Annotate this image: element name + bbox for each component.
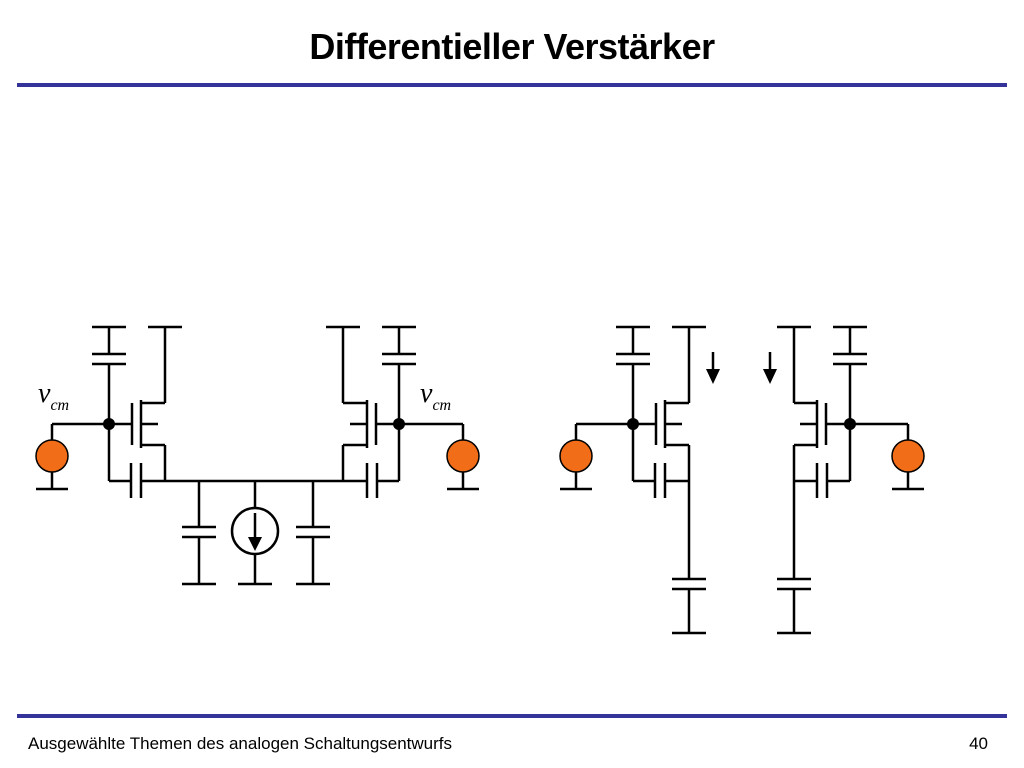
left-gate-node: [103, 418, 115, 430]
page-number: 40: [969, 734, 988, 753]
half-right-tail-capacitor: [777, 577, 811, 635]
half-left-voltage-source: [559, 439, 593, 473]
left-transistor-m1: [130, 325, 182, 481]
half-right-gate-source-capacitor: [794, 463, 850, 498]
half-left-gate-source-capacitor: [653, 463, 689, 498]
right-voltage-source: [446, 439, 480, 473]
right-gate-capacitor: [382, 325, 416, 424]
slide-title: Differentieller Verstärker: [309, 26, 715, 67]
right-transistor-m2: [326, 325, 378, 481]
title-divider: [17, 83, 1007, 87]
tail-current-source: [230, 506, 280, 556]
left-input-wiring: [36, 422, 132, 491]
right-gate-source-capacitor: [343, 463, 399, 498]
half-right-gate-node: [844, 418, 856, 430]
half-right-transistor: [777, 325, 828, 579]
tail-node-wiring: [165, 479, 343, 586]
left-gate-capacitor: [92, 325, 126, 424]
tail-current-arrowhead: [248, 537, 262, 551]
footer-divider: [17, 714, 1007, 718]
half-left-tail-capacitor: [672, 577, 706, 635]
right-input-wiring: [376, 422, 479, 491]
half-right-voltage-source: [891, 439, 925, 473]
right-input-label: vcm: [420, 378, 451, 414]
half-right-gate-capacitor: [833, 325, 867, 424]
right-gate-node: [393, 418, 405, 430]
left-voltage-source: [35, 439, 69, 473]
half-left-transistor: [654, 325, 706, 579]
half-left-gate-node: [627, 418, 639, 430]
left-current-arrowhead: [706, 369, 720, 384]
half-right-input-wiring: [826, 422, 924, 491]
right-current-arrowhead: [763, 369, 777, 384]
half-left-gate-capacitor: [616, 325, 650, 424]
half-left-input-wiring: [560, 422, 656, 491]
left-input-label: vcm: [38, 378, 69, 414]
footer-course-title: Ausgewählte Themen des analogen Schaltun…: [28, 734, 453, 753]
left-gate-source-capacitor: [129, 463, 165, 498]
